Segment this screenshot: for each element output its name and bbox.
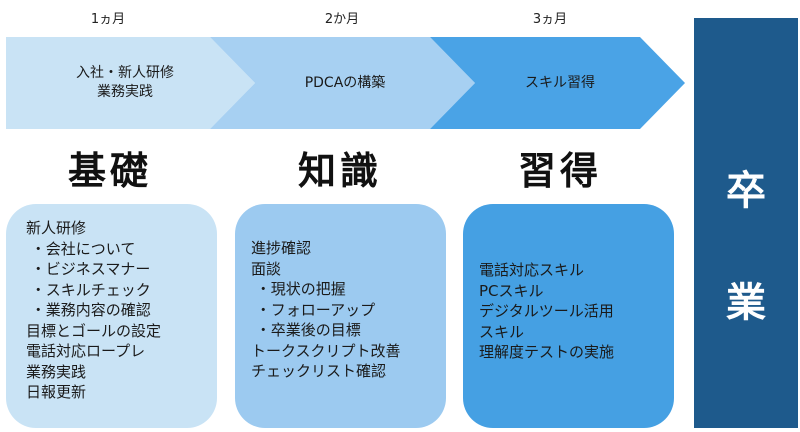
detail-line: 日報更新 xyxy=(26,383,87,401)
stage-arrow-1 xyxy=(6,37,255,129)
stage-label-3: スキル習得 xyxy=(490,74,630,93)
detail-line: ・業務内容の確認 xyxy=(26,301,151,319)
heading-kiso: 基礎 xyxy=(67,149,152,193)
stage-label-1-line-2: 業務実践 xyxy=(97,84,153,100)
stage-label-1: 入社・新人研修 業務実践 xyxy=(50,64,200,102)
detail-line: 電話対応スキル xyxy=(479,261,585,279)
stage-arrow-3 xyxy=(430,37,685,129)
detail-line: ・卒業後の目標 xyxy=(251,321,361,339)
detail-line: 目標とゴールの設定 xyxy=(26,321,162,340)
period-label-2: 2か月 xyxy=(324,12,360,27)
detail-line: チェックリスト確認 xyxy=(251,362,387,380)
detail-line: ・ビジネスマナー xyxy=(26,260,151,278)
detail-line: ・現状の把握 xyxy=(251,280,346,298)
detail-line: PCスキル xyxy=(479,281,544,300)
detail-line: 電話対応ロープレ xyxy=(26,342,146,360)
detail-line: スキル xyxy=(479,322,525,341)
stage-label-3-line-1: スキル習得 xyxy=(525,75,595,91)
graduation-char-1: 卒 xyxy=(726,168,766,214)
detail-line: ・会社について xyxy=(26,239,136,258)
detail-line: デジタルツール活用 xyxy=(479,302,614,320)
detail-line: 理解度テストの実施 xyxy=(479,343,615,361)
graduation-bar: 卒 業 xyxy=(694,18,798,428)
detail-line: 業務実践 xyxy=(26,362,87,381)
stage-arrow-2 xyxy=(210,37,475,129)
detail-line: ・スキルチェック xyxy=(26,280,151,299)
detail-line: トークスクリプト改善 xyxy=(251,341,401,360)
detail-box-shutoku: 電話対応スキル PCスキルデジタルツール活用スキル理解度テストの実施 xyxy=(463,204,674,428)
detail-box-chishiki: 進捗確認面談 ・現状の把握 ・フォローアップ ・卒業後の目標トークスクリプト改善… xyxy=(235,204,446,428)
stage-label-2: PDCAの構築 xyxy=(275,74,415,93)
stage-label-2-line-1: PDCAの構築 xyxy=(304,75,386,91)
detail-line: 進捗確認 xyxy=(251,239,312,257)
period-label-3: 3ヵ月 xyxy=(532,12,568,27)
graduation-char-2: 業 xyxy=(726,280,766,326)
detail-box-kiso: 新人研修 ・会社について ・ビジネスマナー ・スキルチェック ・業務内容の確認目… xyxy=(6,204,217,428)
period-label-1: 1ヵ月 xyxy=(90,12,126,27)
stage-label-1-line-1: 入社・新人研修 xyxy=(76,65,174,81)
detail-line: ・フォローアップ xyxy=(251,300,376,319)
detail-line: 新人研修 xyxy=(26,219,87,237)
heading-chishiki: 知識 xyxy=(297,149,382,193)
detail-line: 面談 xyxy=(251,259,282,278)
heading-shutoku: 習得 xyxy=(517,149,602,193)
